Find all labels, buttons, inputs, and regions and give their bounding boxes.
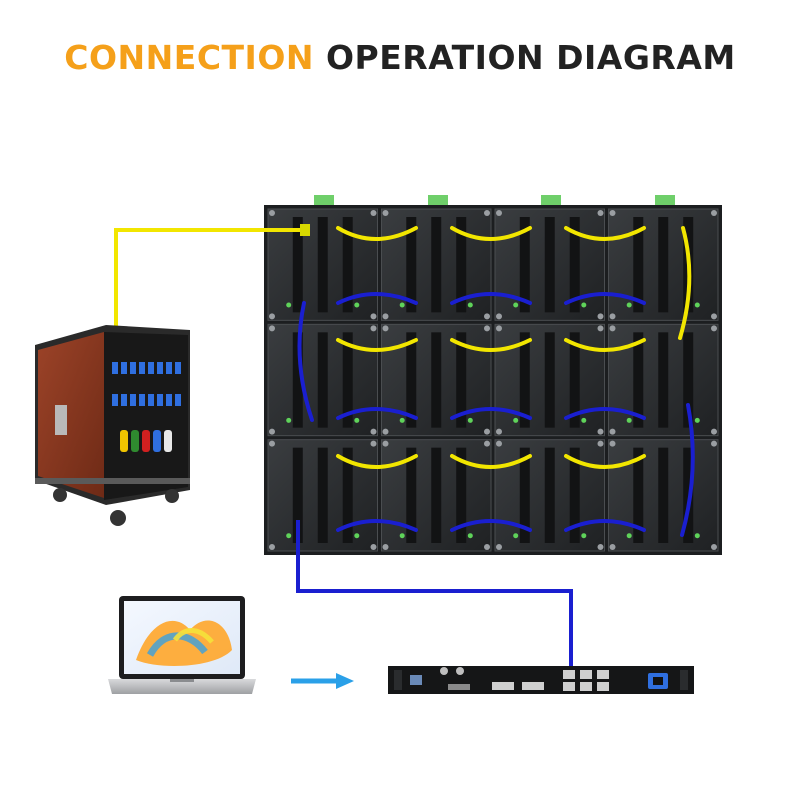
led-cabinet xyxy=(381,208,492,321)
ethernet-port xyxy=(597,682,609,691)
power-socket xyxy=(139,362,145,374)
power-socket xyxy=(175,394,181,406)
signal-jumper xyxy=(680,403,695,537)
led-cabinet xyxy=(608,323,719,437)
data-flow-arrow xyxy=(291,673,354,689)
power-socket xyxy=(175,362,181,374)
signal-jumper xyxy=(564,519,646,532)
power-jumper xyxy=(564,454,646,469)
caster-wheel xyxy=(53,488,67,502)
led-cabinet-wall xyxy=(264,195,722,555)
caster-wheel xyxy=(165,489,179,503)
title-main: OPERATION DIAGRAM xyxy=(326,38,736,77)
usb-port xyxy=(410,675,422,685)
screen-wallpaper xyxy=(136,620,232,666)
led-cabinet xyxy=(267,439,378,552)
ethernet-port xyxy=(563,682,575,691)
phase-connector xyxy=(153,430,161,452)
phase-connector xyxy=(164,430,172,452)
top-connector xyxy=(541,195,561,205)
ethernet-port xyxy=(580,670,592,679)
phase-connector xyxy=(131,430,139,452)
led-cabinet xyxy=(381,439,492,552)
signal-cable xyxy=(296,520,573,668)
signal-jumper xyxy=(336,292,418,305)
led-cabinet xyxy=(267,323,378,437)
power-jumper xyxy=(336,454,418,469)
top-connector xyxy=(314,195,334,205)
top-connector xyxy=(428,195,448,205)
power-jumper xyxy=(678,226,692,340)
power-socket xyxy=(130,362,136,374)
ethernet-port xyxy=(597,670,609,679)
phase-connector xyxy=(142,430,150,452)
power-socket xyxy=(112,362,118,374)
power-plug xyxy=(300,224,310,236)
led-cabinet xyxy=(608,439,719,552)
power-socket xyxy=(121,394,127,406)
signal-jumper xyxy=(450,292,532,305)
power-jumper xyxy=(336,226,418,241)
signal-jumper xyxy=(336,407,418,420)
signal-jumper xyxy=(564,407,646,420)
hdmi-port xyxy=(448,684,470,690)
dvi-port xyxy=(522,682,544,690)
power-socket xyxy=(166,362,172,374)
led-cabinet xyxy=(494,323,605,437)
power-jumper xyxy=(336,338,418,352)
power-jumper xyxy=(450,338,532,352)
yellow-jumpers xyxy=(336,226,692,469)
laptop-base xyxy=(108,679,256,694)
power-socket xyxy=(166,394,172,406)
led-video-processor xyxy=(388,666,694,694)
top-connector xyxy=(655,195,675,205)
laptop xyxy=(108,596,256,694)
power-distribution-case xyxy=(35,325,190,526)
power-socket xyxy=(112,394,118,406)
power-jumper xyxy=(450,454,532,469)
case-side-panel xyxy=(38,332,104,498)
dvi-port xyxy=(492,682,514,690)
led-cabinet xyxy=(494,208,605,321)
signal-jumper xyxy=(450,407,532,420)
signal-jumper xyxy=(450,519,532,532)
power-socket xyxy=(157,394,163,406)
power-socket xyxy=(139,394,145,406)
ethernet-port xyxy=(563,670,575,679)
power-socket xyxy=(148,362,154,374)
caster-wheel xyxy=(110,510,126,526)
led-cabinet xyxy=(267,208,378,321)
internal-cables xyxy=(297,226,695,537)
led-cabinet xyxy=(608,208,719,321)
signal-jumper xyxy=(564,292,646,305)
power-socket xyxy=(121,362,127,374)
led-cabinet xyxy=(494,439,605,552)
signal-jumper xyxy=(336,519,418,532)
power-jumper xyxy=(564,226,646,241)
led-cabinet xyxy=(381,323,492,437)
diagram-title: CONNECTION OPERATION DIAGRAM xyxy=(0,38,800,77)
title-accent: CONNECTION xyxy=(64,38,314,77)
power-socket xyxy=(157,362,163,374)
blue-jumpers xyxy=(297,292,695,537)
signal-jumper xyxy=(297,301,314,422)
power-jumper xyxy=(450,226,532,241)
case-handle xyxy=(55,405,67,435)
power-jumper xyxy=(564,338,646,352)
power-socket xyxy=(148,394,154,406)
ethernet-port xyxy=(580,682,592,691)
power-socket xyxy=(130,394,136,406)
phase-connector xyxy=(120,430,128,452)
